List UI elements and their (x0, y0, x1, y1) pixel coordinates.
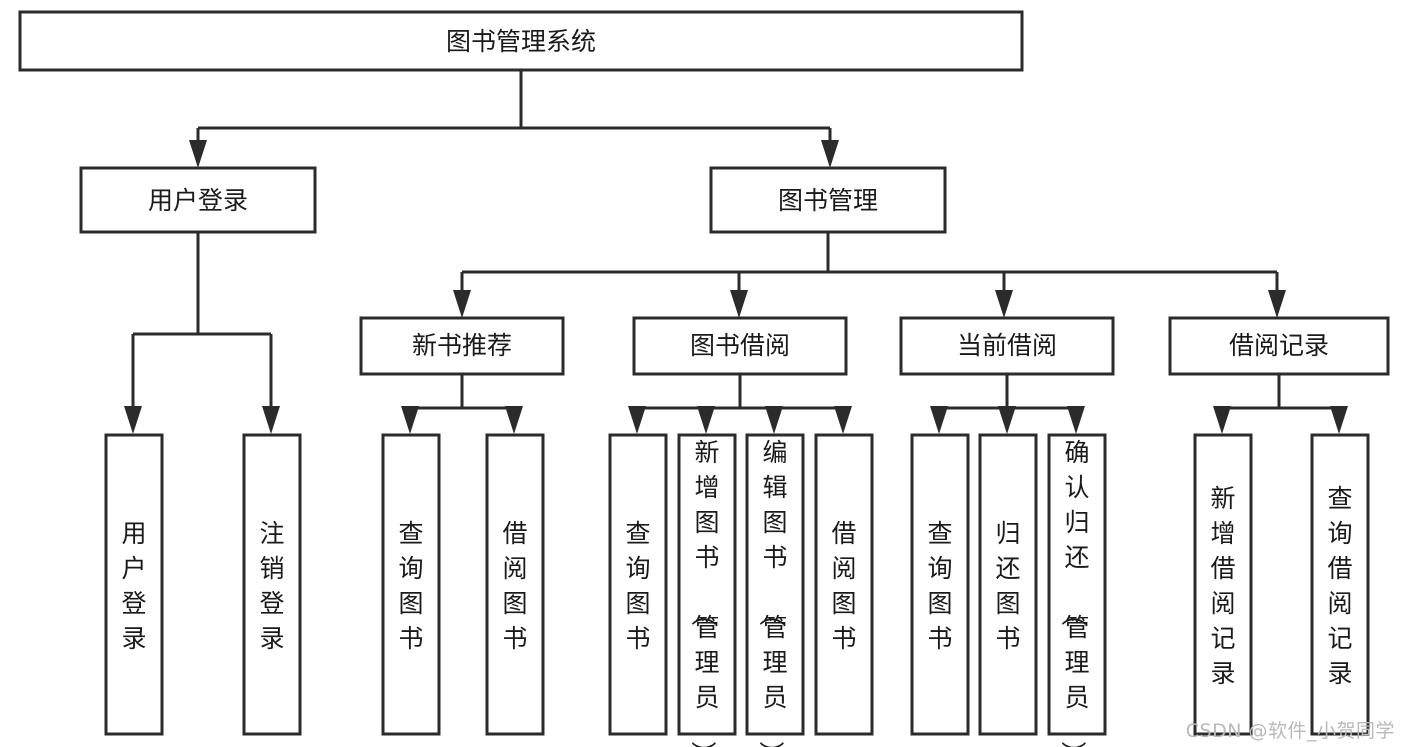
leaf-user-login-label: 用户登录 (121, 519, 146, 653)
node-root-rect (18, 10, 1024, 72)
leaf-logout-login-rect (242, 433, 302, 736)
leaf-edit-book-label: 编辑图书（管理员） (756, 438, 787, 747)
connector-borrow-record-to-leaves (1213, 374, 1348, 434)
arrow-to-book-borrow (730, 290, 748, 318)
leaf-borrow-book-2-rect (814, 433, 874, 736)
leaf-query-book-3[interactable] (910, 433, 970, 736)
node-current-borrow-label: 当前借阅 (957, 331, 1057, 360)
leaf-query-book-1-label: 查询图书 (398, 519, 423, 653)
leaf-add-book-label: 新增图书（管理员） (688, 438, 719, 747)
connector-root-to-level2 (189, 70, 839, 168)
leaf-edit-book-rect (745, 433, 805, 736)
leaf-return-book[interactable] (978, 433, 1038, 736)
node-user-login-rect (79, 166, 317, 234)
leaf-borrow-book-1-rect (485, 433, 545, 736)
connector-new-book-recommend-to-leaves (401, 374, 523, 434)
arrow-to-leaf-edit-book (765, 406, 783, 434)
arrow-to-leaf-borrow-book-1 (505, 406, 523, 434)
node-root-label: 图书管理系统 (446, 27, 596, 56)
arrow-to-leaf-query-record (1330, 406, 1348, 434)
node-new-book-recommend[interactable]: 新书推荐 (359, 316, 565, 376)
connector-book-borrow-to-leaves (628, 374, 852, 434)
leaf-user-login[interactable] (104, 433, 164, 736)
node-user-login-label: 用户登录 (148, 186, 248, 215)
node-new-book-recommend-label: 新书推荐 (412, 331, 512, 360)
node-book-management-label: 图书管理 (778, 186, 878, 215)
arrow-to-leaf-borrow-book-2 (834, 406, 852, 434)
leaf-edit-book[interactable] (745, 433, 805, 736)
leaf-borrow-book-1[interactable] (485, 433, 545, 736)
arrow-to-new-book-recommend (453, 290, 471, 318)
leaf-logout-login[interactable] (242, 433, 302, 736)
leaf-query-book-2[interactable] (608, 433, 668, 736)
leaf-query-book-2-label: 查询图书 (625, 519, 650, 653)
leaf-borrow-book-2-label: 借阅图书 (831, 519, 856, 653)
arrow-to-leaf-add-record (1213, 406, 1231, 434)
arrow-to-book-management (821, 140, 839, 168)
arrow-to-user-login (189, 140, 207, 168)
leaf-query-book-1[interactable] (381, 433, 441, 736)
node-book-borrow[interactable]: 图书借阅 (632, 316, 848, 376)
node-borrow-record[interactable]: 借阅记录 (1168, 316, 1390, 376)
connector-book-management-to-level3 (453, 232, 1286, 318)
leaf-return-book-label: 归还图书 (995, 519, 1020, 653)
leaf-query-book-2-rect (608, 433, 668, 736)
leaf-add-book[interactable] (677, 433, 737, 736)
arrow-to-leaf-query-book-3 (930, 406, 948, 434)
arrow-to-leaf-query-book-1 (401, 406, 419, 434)
leaf-query-book-3-rect (910, 433, 970, 736)
leaf-labels-layer: 用户登录 注销登录 查询图书 借阅图书 查询图书 新增图书（管理员） 编辑图书（管理员） 借阅… (121, 438, 1352, 747)
node-borrow-record-label: 借阅记录 (1229, 331, 1329, 360)
leaf-add-record[interactable] (1193, 433, 1253, 736)
leaf-add-record-label: 新增借阅记录 (1210, 484, 1235, 688)
leaf-query-book-3-label: 查询图书 (927, 519, 952, 653)
node-book-borrow-label: 图书借阅 (690, 331, 790, 360)
leaf-return-book-rect (978, 433, 1038, 736)
leaf-confirm-return[interactable] (1047, 433, 1107, 736)
connector-current-borrow-to-leaves (930, 374, 1085, 434)
leaf-add-record-rect (1193, 433, 1253, 736)
arrow-to-current-borrow (995, 290, 1013, 318)
node-new-book-recommend-rect (359, 316, 565, 376)
node-user-login[interactable]: 用户登录 (79, 166, 317, 234)
arrow-to-leaf-query-book-2 (628, 406, 646, 434)
leaf-query-book-1-rect (381, 433, 441, 736)
leaf-user-login-rect (104, 433, 164, 736)
node-book-management[interactable]: 图书管理 (709, 166, 947, 234)
leaf-confirm-return-rect (1047, 433, 1107, 736)
arrow-to-borrow-record (1268, 290, 1286, 318)
node-current-borrow[interactable]: 当前借阅 (899, 316, 1115, 376)
arrow-to-leaf-confirm-return (1067, 406, 1085, 434)
arrow-to-leaf-user-login (124, 406, 142, 434)
leaf-add-book-rect (677, 433, 737, 736)
watermark-text: CSDN @软件_小贺同学 (1185, 720, 1395, 742)
connector-user-login-to-leaves (124, 232, 280, 434)
leaf-borrow-book-1-label: 借阅图书 (502, 519, 527, 653)
leaf-query-record-rect (1310, 433, 1370, 736)
leaf-query-record[interactable] (1310, 433, 1370, 736)
arrow-to-leaf-add-book (697, 406, 715, 434)
node-root[interactable]: 图书管理系统 (18, 10, 1024, 72)
leaf-query-record-label: 查询借阅记录 (1327, 484, 1352, 688)
leaf-confirm-return-label: 确认归还（管理员） (1058, 438, 1089, 747)
arrow-to-leaf-return-book (998, 406, 1016, 434)
arrow-to-leaf-logout-login (262, 406, 280, 434)
leaf-borrow-book-2[interactable] (814, 433, 874, 736)
node-current-borrow-rect (899, 316, 1115, 376)
leaf-logout-login-label: 注销登录 (259, 519, 284, 653)
